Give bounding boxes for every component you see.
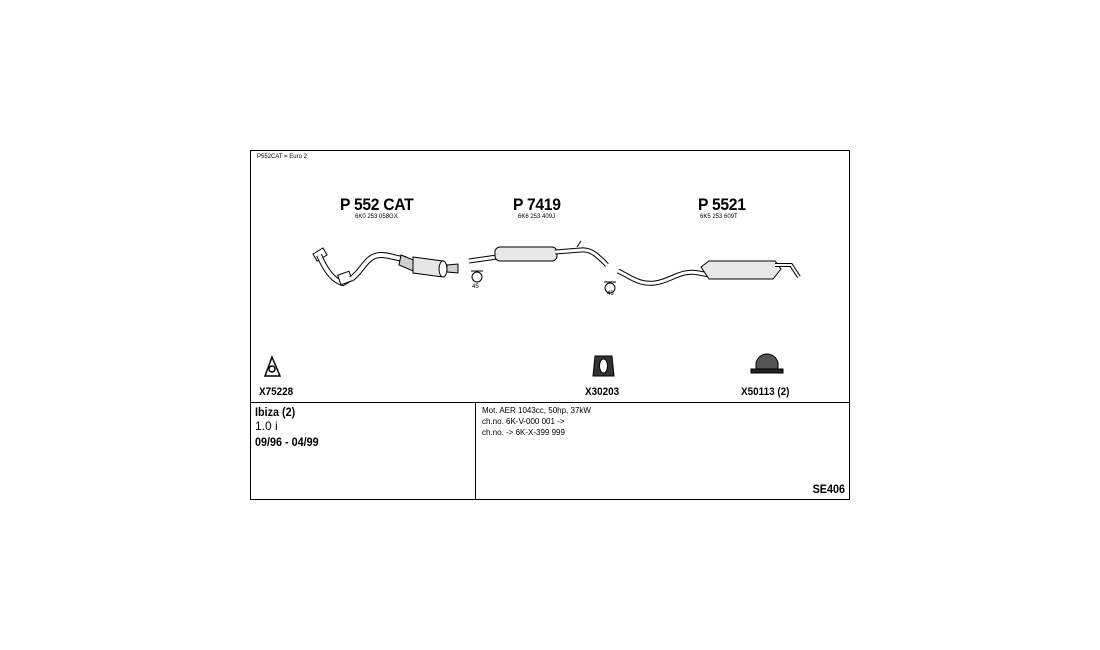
vertical-divider <box>475 402 476 499</box>
gasket-icon <box>263 354 282 377</box>
part-title-p7419: P 7419 <box>513 195 561 214</box>
front-pipe-catalyst-drawing <box>312 247 459 287</box>
part-code-p552cat: 6K0 253 058GX <box>355 214 398 220</box>
vehicle-name: Ibiza (2) <box>255 405 296 419</box>
part-title-p5521: P 5521 <box>698 195 746 214</box>
part-code-p7419: 6K6 253 409J <box>518 214 556 220</box>
accessory-label-x75228: X75228 <box>259 386 294 398</box>
spec-line-chassis-from: ch.no. 6K-V-000 001 -> <box>482 417 565 426</box>
spec-line-engine: Mot. AER 1043cc, 50hp, 37kW <box>482 406 591 415</box>
clamp-1-drawing <box>471 270 483 283</box>
rear-silencer-drawing <box>616 260 801 286</box>
exhaust-drawing <box>263 240 801 377</box>
clamp-2-drawing <box>604 281 616 294</box>
diagram-code: SE406 <box>812 482 845 496</box>
mounting-bracket-icon <box>750 353 784 374</box>
horizontal-divider <box>251 402 849 403</box>
part-code-p5521: 6K5 253 609T <box>700 214 738 220</box>
accessory-label-x30203: X30203 <box>585 386 620 398</box>
spec-line-chassis-to: ch.no. -> 6K-X-399 999 <box>482 428 565 437</box>
vehicle-years: 09/96 - 04/99 <box>255 435 319 449</box>
euro-note: P552CAT = Euro 2 <box>257 154 307 160</box>
parts-diagram-sheet: P552CAT = Euro 2 P 552 CAT 6K0 253 058GX… <box>250 150 850 500</box>
rubber-hanger-icon <box>592 355 615 377</box>
vehicle-engine: 1.0 i <box>255 419 278 433</box>
clamp-2-qty: 45 <box>607 291 614 297</box>
part-title-p552cat: P 552 CAT <box>340 195 414 214</box>
clamp-1-qty: 45 <box>472 284 479 290</box>
accessory-label-x50113: X50113 (2) <box>741 386 790 398</box>
middle-silencer-drawing <box>468 240 609 267</box>
